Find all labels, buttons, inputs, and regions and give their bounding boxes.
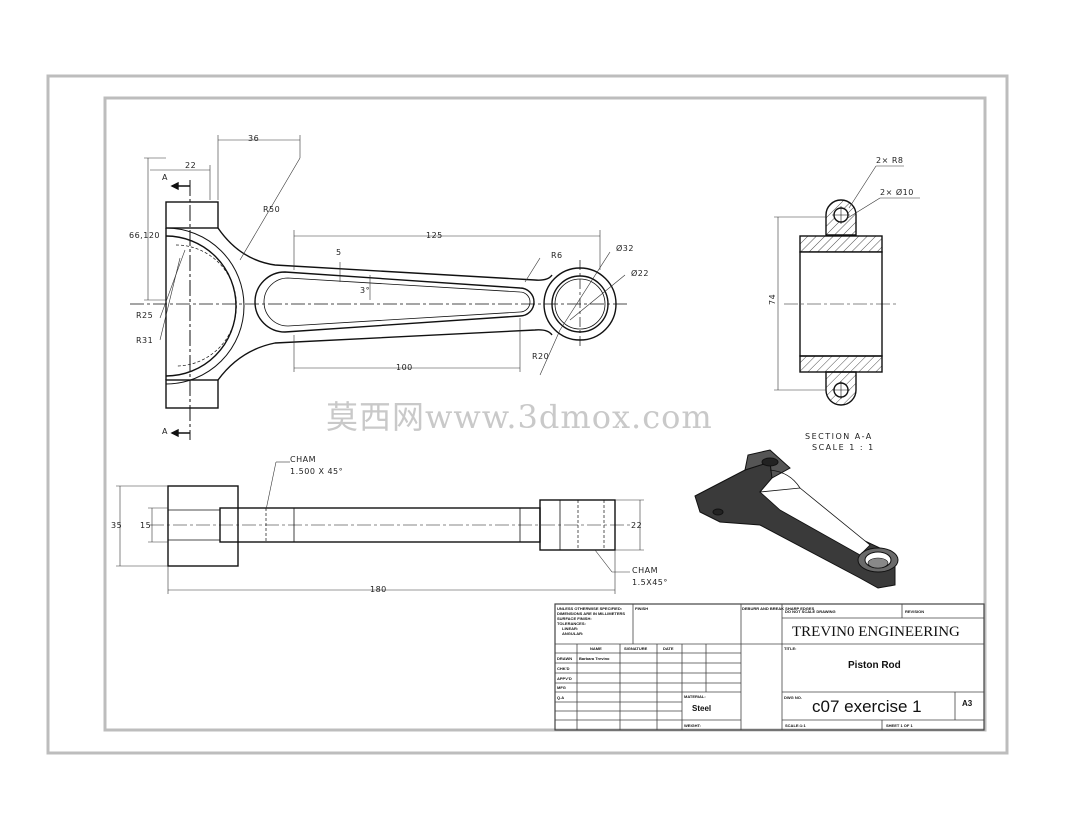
cham1-label: CHAM xyxy=(290,455,316,464)
row-drawn: DRAWN xyxy=(557,656,572,661)
dim-r25: R25 xyxy=(136,311,153,320)
note-1: UNLESS OTHERWISE SPECIFIED: xyxy=(557,606,622,611)
drawing-title: Piston Rod xyxy=(848,660,901,671)
section-label-a-bottom: A xyxy=(162,427,168,436)
dim-125: 125 xyxy=(426,231,443,240)
dim-22-top: 22 xyxy=(631,521,642,530)
scale-value: SCALE:1:1 xyxy=(785,723,806,728)
dim-2x-r8: 2× R8 xyxy=(876,156,903,165)
dim-r6: R6 xyxy=(551,251,563,260)
isometric-view xyxy=(694,449,899,589)
dim-74: 74 xyxy=(768,294,777,305)
sheet-number: SHEET 1 OF 1 xyxy=(886,723,913,728)
sheet-outer-border xyxy=(46,74,1009,755)
top-texts: CHAM 1.500 X 45° 35 15 22 CHAM 1.5X45° 1… xyxy=(111,455,668,594)
section-texts: 2× R8 2× Ø10 74 SECTION A-A SCALE 1 : 1 xyxy=(768,156,914,452)
title-block-texts: UNLESS OTHERWISE SPECIFIED: DIMENSIONS A… xyxy=(557,606,973,728)
cham2-label: CHAM xyxy=(632,566,658,575)
dim-36: 36 xyxy=(248,134,259,143)
finish-label: FINISH xyxy=(635,606,648,611)
dim-66-120: 66,120 xyxy=(129,231,160,240)
dim-22: 22 xyxy=(185,161,196,170)
section-dimension-lines xyxy=(774,165,920,391)
dim-180: 180 xyxy=(370,585,387,594)
row-appvd: APPV'D xyxy=(557,676,572,681)
deburr-label: DEBURR AND BREAK SHARP EDGES xyxy=(742,606,815,611)
title-label: TITLE: xyxy=(784,646,796,651)
dim-phi32: Ø32 xyxy=(616,243,634,253)
dim-100: 100 xyxy=(396,363,413,372)
front-dimension-texts: 36 22 R50 66,120 125 5 3° R6 Ø32 Ø22 R25… xyxy=(129,134,649,436)
row-qa: Q.A xyxy=(557,695,564,700)
drawn-by-name: Barbara Trevino xyxy=(579,656,610,661)
do-not-scale-label: DO NOT SCALE DRAWING xyxy=(785,609,836,614)
note-4: TOLERANCES: xyxy=(557,621,586,626)
note-5: LINEAR: xyxy=(562,626,578,631)
dim-3-deg: 3° xyxy=(360,286,370,295)
col-name: NAME xyxy=(590,646,602,651)
company-name: TREVIN0 ENGINEERING xyxy=(792,624,960,640)
dim-15: 15 xyxy=(140,521,151,530)
section-label-a-top: A xyxy=(162,173,168,182)
sheet-size: A3 xyxy=(962,699,973,708)
dim-phi22: Ø22 xyxy=(631,268,649,278)
dwg-no-label: DWG NO. xyxy=(784,695,802,700)
note-6: ANGULAR: xyxy=(562,631,583,636)
top-dimension-lines xyxy=(116,461,644,594)
dim-5: 5 xyxy=(336,248,342,257)
dim-2x-phi10: 2× Ø10 xyxy=(880,187,914,197)
cham1-value: 1.500 X 45° xyxy=(290,467,343,476)
watermark-text: 莫西网www.3dmox.com xyxy=(326,398,713,436)
section-scale-label: SCALE 1 : 1 xyxy=(812,443,875,452)
dim-r50: R50 xyxy=(263,205,280,214)
dim-r20: R20 xyxy=(532,352,549,361)
dim-35: 35 xyxy=(111,521,122,530)
dwg-no-value: c07 exercise 1 xyxy=(812,697,922,716)
cham2-value: 1.5X45° xyxy=(632,578,668,587)
material-label: MATERIAL: xyxy=(684,694,706,699)
dim-r31: R31 xyxy=(136,336,153,345)
row-chkd: CHK'D xyxy=(557,666,570,671)
revision-label: REVISION xyxy=(905,609,924,614)
front-dimension-lines xyxy=(144,135,626,376)
row-mfg: MFG xyxy=(557,685,566,690)
col-signature: SIGNATURE xyxy=(624,646,648,651)
drawing-border xyxy=(103,96,987,732)
col-date: DATE xyxy=(663,646,674,651)
top-view xyxy=(150,485,630,567)
material-value: Steel xyxy=(692,704,711,713)
note-3: SURFACE FINISH: xyxy=(557,616,592,621)
section-view xyxy=(784,199,896,406)
note-2: DIMENSIONS ARE IN MILLIMETERS xyxy=(557,611,625,616)
section-a-a-label: SECTION A-A xyxy=(805,432,873,441)
front-view xyxy=(130,180,630,440)
title-block xyxy=(554,603,985,731)
weight-label: WEIGHT: xyxy=(684,723,701,728)
